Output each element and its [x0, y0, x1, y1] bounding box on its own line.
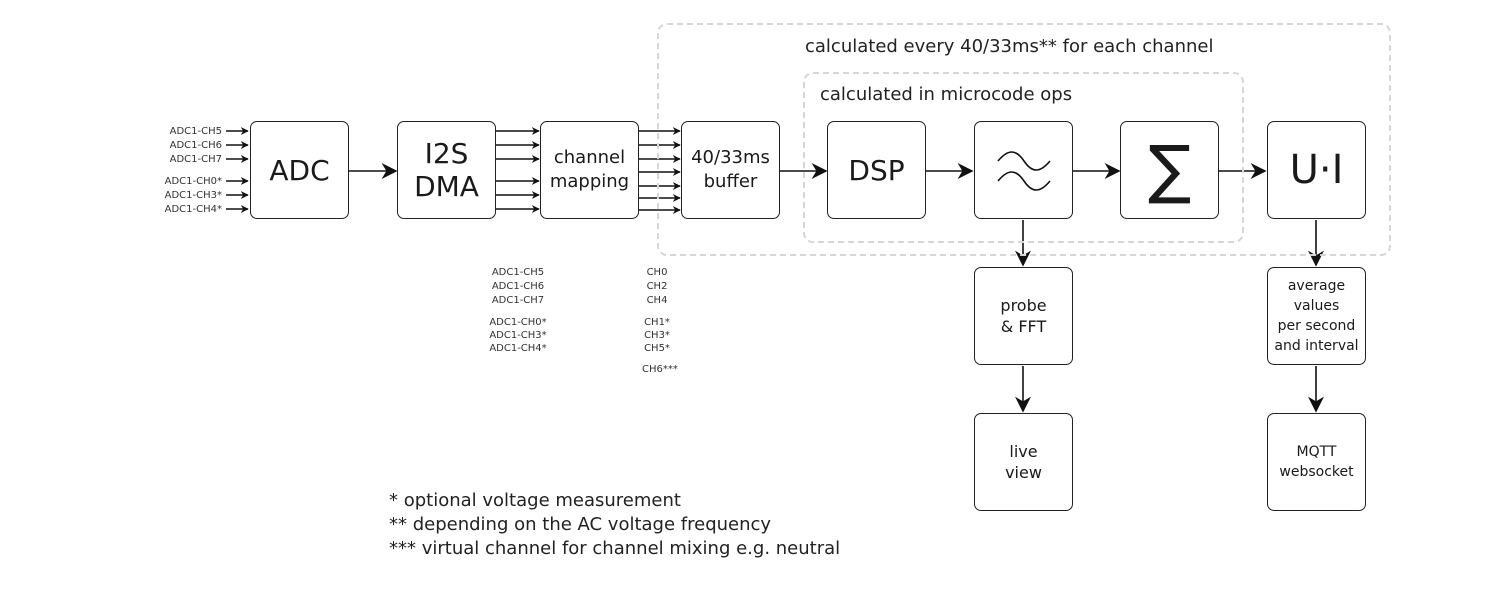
- input-label: ADC1-CH6: [169, 140, 222, 151]
- channel-mapping-label: channel mapping: [549, 147, 630, 192]
- average-values-label: average values per second and interval: [1274, 278, 1359, 354]
- live-view-block: live view: [974, 413, 1073, 511]
- mapping-adc-channel: ADC1-CH3*: [489, 330, 547, 341]
- probe-fft-block: probe & FFT: [974, 267, 1073, 365]
- mapping-adc-channel: ADC1-CH0*: [489, 317, 547, 328]
- mapping-adc-channel: ADC1-CH6: [491, 281, 545, 292]
- mapping-logical-channel: CH5*: [644, 343, 670, 354]
- mqtt-websocket-block: MQTT websocket: [1267, 413, 1366, 511]
- outer-region-label: calculated every 40/33ms** for each chan…: [805, 36, 1214, 57]
- mapping-logical-channel: CH3*: [644, 330, 670, 341]
- wave-filter-icon: [996, 151, 1051, 191]
- buffer-block: 40/33ms buffer: [681, 121, 780, 219]
- sum-symbol: ∑: [1147, 133, 1192, 207]
- footnote: * optional voltage measurement: [389, 490, 681, 511]
- footnote: *** virtual channel for channel mixing e…: [389, 538, 841, 559]
- power-symbol: U·I: [1289, 147, 1344, 193]
- input-label: ADC1-CH3*: [164, 190, 222, 201]
- i2s-dma-block: I2S DMA: [397, 121, 496, 219]
- mapping-logical-channel: CH2: [646, 281, 668, 292]
- dsp-label: DSP: [848, 153, 905, 187]
- mapping-adc-channel: ADC1-CH5: [491, 267, 545, 278]
- filter-block: [974, 121, 1073, 219]
- channel-mapping-block: channel mapping: [540, 121, 639, 219]
- mapping-logical-channel: CH4: [646, 295, 668, 306]
- sum-block: ∑: [1120, 121, 1219, 219]
- input-label: ADC1-CH5: [169, 126, 222, 137]
- buffer-label: 40/33ms buffer: [691, 147, 770, 192]
- i2s-dma-label: I2S DMA: [414, 137, 479, 203]
- mapping-logical-channel: CH6***: [642, 364, 678, 375]
- mapping-logical-channel: CH1*: [644, 317, 670, 328]
- live-view-label: live view: [1005, 442, 1042, 482]
- outer-calculation-region: [657, 23, 1391, 256]
- inner-region-label: calculated in microcode ops: [820, 84, 1073, 105]
- power-block: U·I: [1267, 121, 1366, 219]
- footnote: ** depending on the AC voltage frequency: [389, 514, 772, 535]
- adc-block: ADC: [250, 121, 349, 219]
- mapping-adc-channel: ADC1-CH7: [491, 295, 545, 306]
- input-label: ADC1-CH7: [169, 154, 222, 165]
- average-values-block: average values per second and interval: [1267, 267, 1366, 365]
- mqtt-websocket-label: MQTT websocket: [1279, 444, 1354, 480]
- probe-fft-label: probe & FFT: [1000, 296, 1047, 336]
- adc-label: ADC: [269, 153, 330, 187]
- input-label: ADC1-CH4*: [164, 204, 222, 215]
- input-label: ADC1-CH0*: [164, 176, 222, 187]
- inner-microcode-region: [803, 72, 1244, 243]
- mapping-adc-channel: ADC1-CH4*: [489, 343, 547, 354]
- dsp-block: DSP: [827, 121, 926, 219]
- mapping-logical-channel: CH0: [646, 267, 668, 278]
